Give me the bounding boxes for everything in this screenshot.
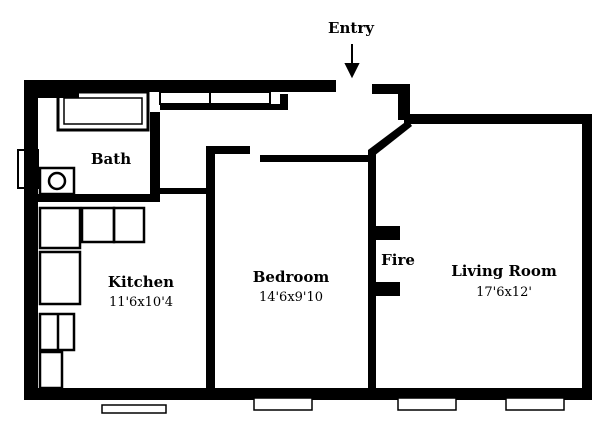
wall-living-top: [404, 114, 590, 124]
wall-bedroom-left: [206, 148, 215, 392]
wall-kitchen-top: [158, 188, 212, 194]
wall-bedroom-top: [260, 155, 368, 162]
room-name-bedroom: Bedroom: [253, 268, 330, 286]
window-kitchen: [101, 404, 167, 414]
room-name-kitchen: Kitchen: [108, 273, 174, 291]
kitchen-counters: [38, 206, 146, 390]
wall-bottom: [24, 388, 592, 400]
entry-door-swing: [368, 120, 412, 156]
entry-label: Entry: [328, 19, 375, 37]
wall-bath-bottom: [38, 194, 158, 202]
entry-arrow-icon: [344, 44, 360, 79]
fireplace-label: Fire: [381, 251, 415, 269]
wall-hall-step: [280, 94, 288, 110]
window-living-2: [505, 397, 565, 411]
wall-bedroom-right: [368, 150, 376, 392]
windows: [101, 397, 565, 414]
fireplace-block-top: [372, 226, 400, 240]
room-dimensions-kitchen: 11'6x10'4: [109, 295, 173, 310]
bath-sink: [17, 149, 39, 189]
walls: [24, 80, 592, 400]
wall-left: [24, 80, 38, 400]
room-dimensions-living: 17'6x12': [476, 285, 532, 300]
wall-right: [582, 114, 592, 398]
window-bedroom: [253, 397, 313, 411]
room-name-bath: Bath: [91, 150, 131, 168]
wall-entry-post: [398, 90, 410, 120]
bathtub: [56, 90, 150, 132]
toilet: [38, 166, 76, 196]
upper-cabinets: [159, 91, 271, 105]
wall-bath-right: [150, 112, 160, 202]
room-dimensions-bedroom: 14'6x9'10: [259, 290, 323, 305]
wall-hall-upper: [160, 104, 286, 110]
wall-top-left: [24, 80, 336, 92]
wall-entry-right: [372, 84, 410, 94]
fireplace-block-bottom: [372, 282, 400, 296]
window-living-1: [397, 397, 457, 411]
room-name-living: Living Room: [451, 262, 557, 280]
wall-bedroom-top-left: [206, 146, 250, 154]
